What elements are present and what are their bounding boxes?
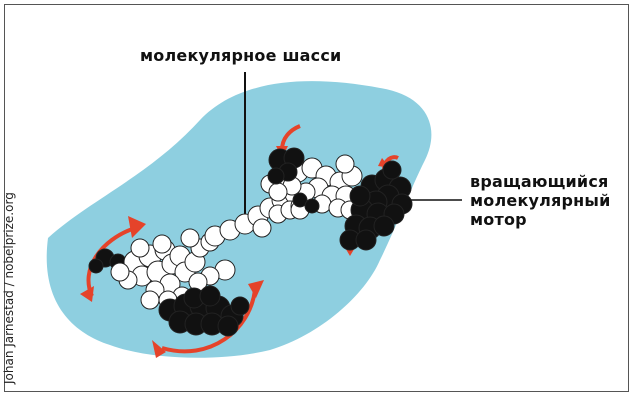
dark-atom <box>292 192 308 208</box>
rotation-arrow-bottom <box>161 289 257 354</box>
light-atom <box>180 228 200 248</box>
dark-atom <box>304 198 320 214</box>
rotation-arrow-left-tail <box>80 286 94 302</box>
rotation-arrow-bottom-head <box>248 280 264 298</box>
molecule-atoms <box>88 147 413 337</box>
dark-atom <box>267 167 285 185</box>
rotation-arrow-left-head <box>128 216 146 238</box>
dark-atom <box>88 258 104 274</box>
dark-atom <box>349 185 371 207</box>
image-credit: Johan Jarnestad / nobelprize.org <box>2 192 16 384</box>
dark-atom <box>373 215 395 237</box>
light-atom <box>152 234 172 254</box>
light-atom <box>252 218 272 238</box>
chassis-label: молекулярное шасси <box>140 46 342 65</box>
dark-atom <box>382 160 402 180</box>
motor-label: вращающийся молекулярный мотор <box>470 172 630 229</box>
motor-label-line-3: мотор <box>470 210 527 229</box>
light-atom <box>268 182 288 202</box>
light-atom <box>110 262 130 282</box>
motor-label-line-2: молекулярный <box>470 191 611 210</box>
dark-atom <box>230 296 250 316</box>
motor-label-line-1: вращающийся <box>470 172 609 191</box>
light-atom <box>130 238 150 258</box>
rotation-arrows <box>80 124 399 358</box>
dark-atom <box>199 285 221 307</box>
light-atom <box>140 290 160 310</box>
dark-atom <box>217 315 239 337</box>
light-atom <box>335 154 355 174</box>
rotation-arrow-bottom-tail <box>152 340 166 358</box>
dark-atom <box>355 229 377 251</box>
